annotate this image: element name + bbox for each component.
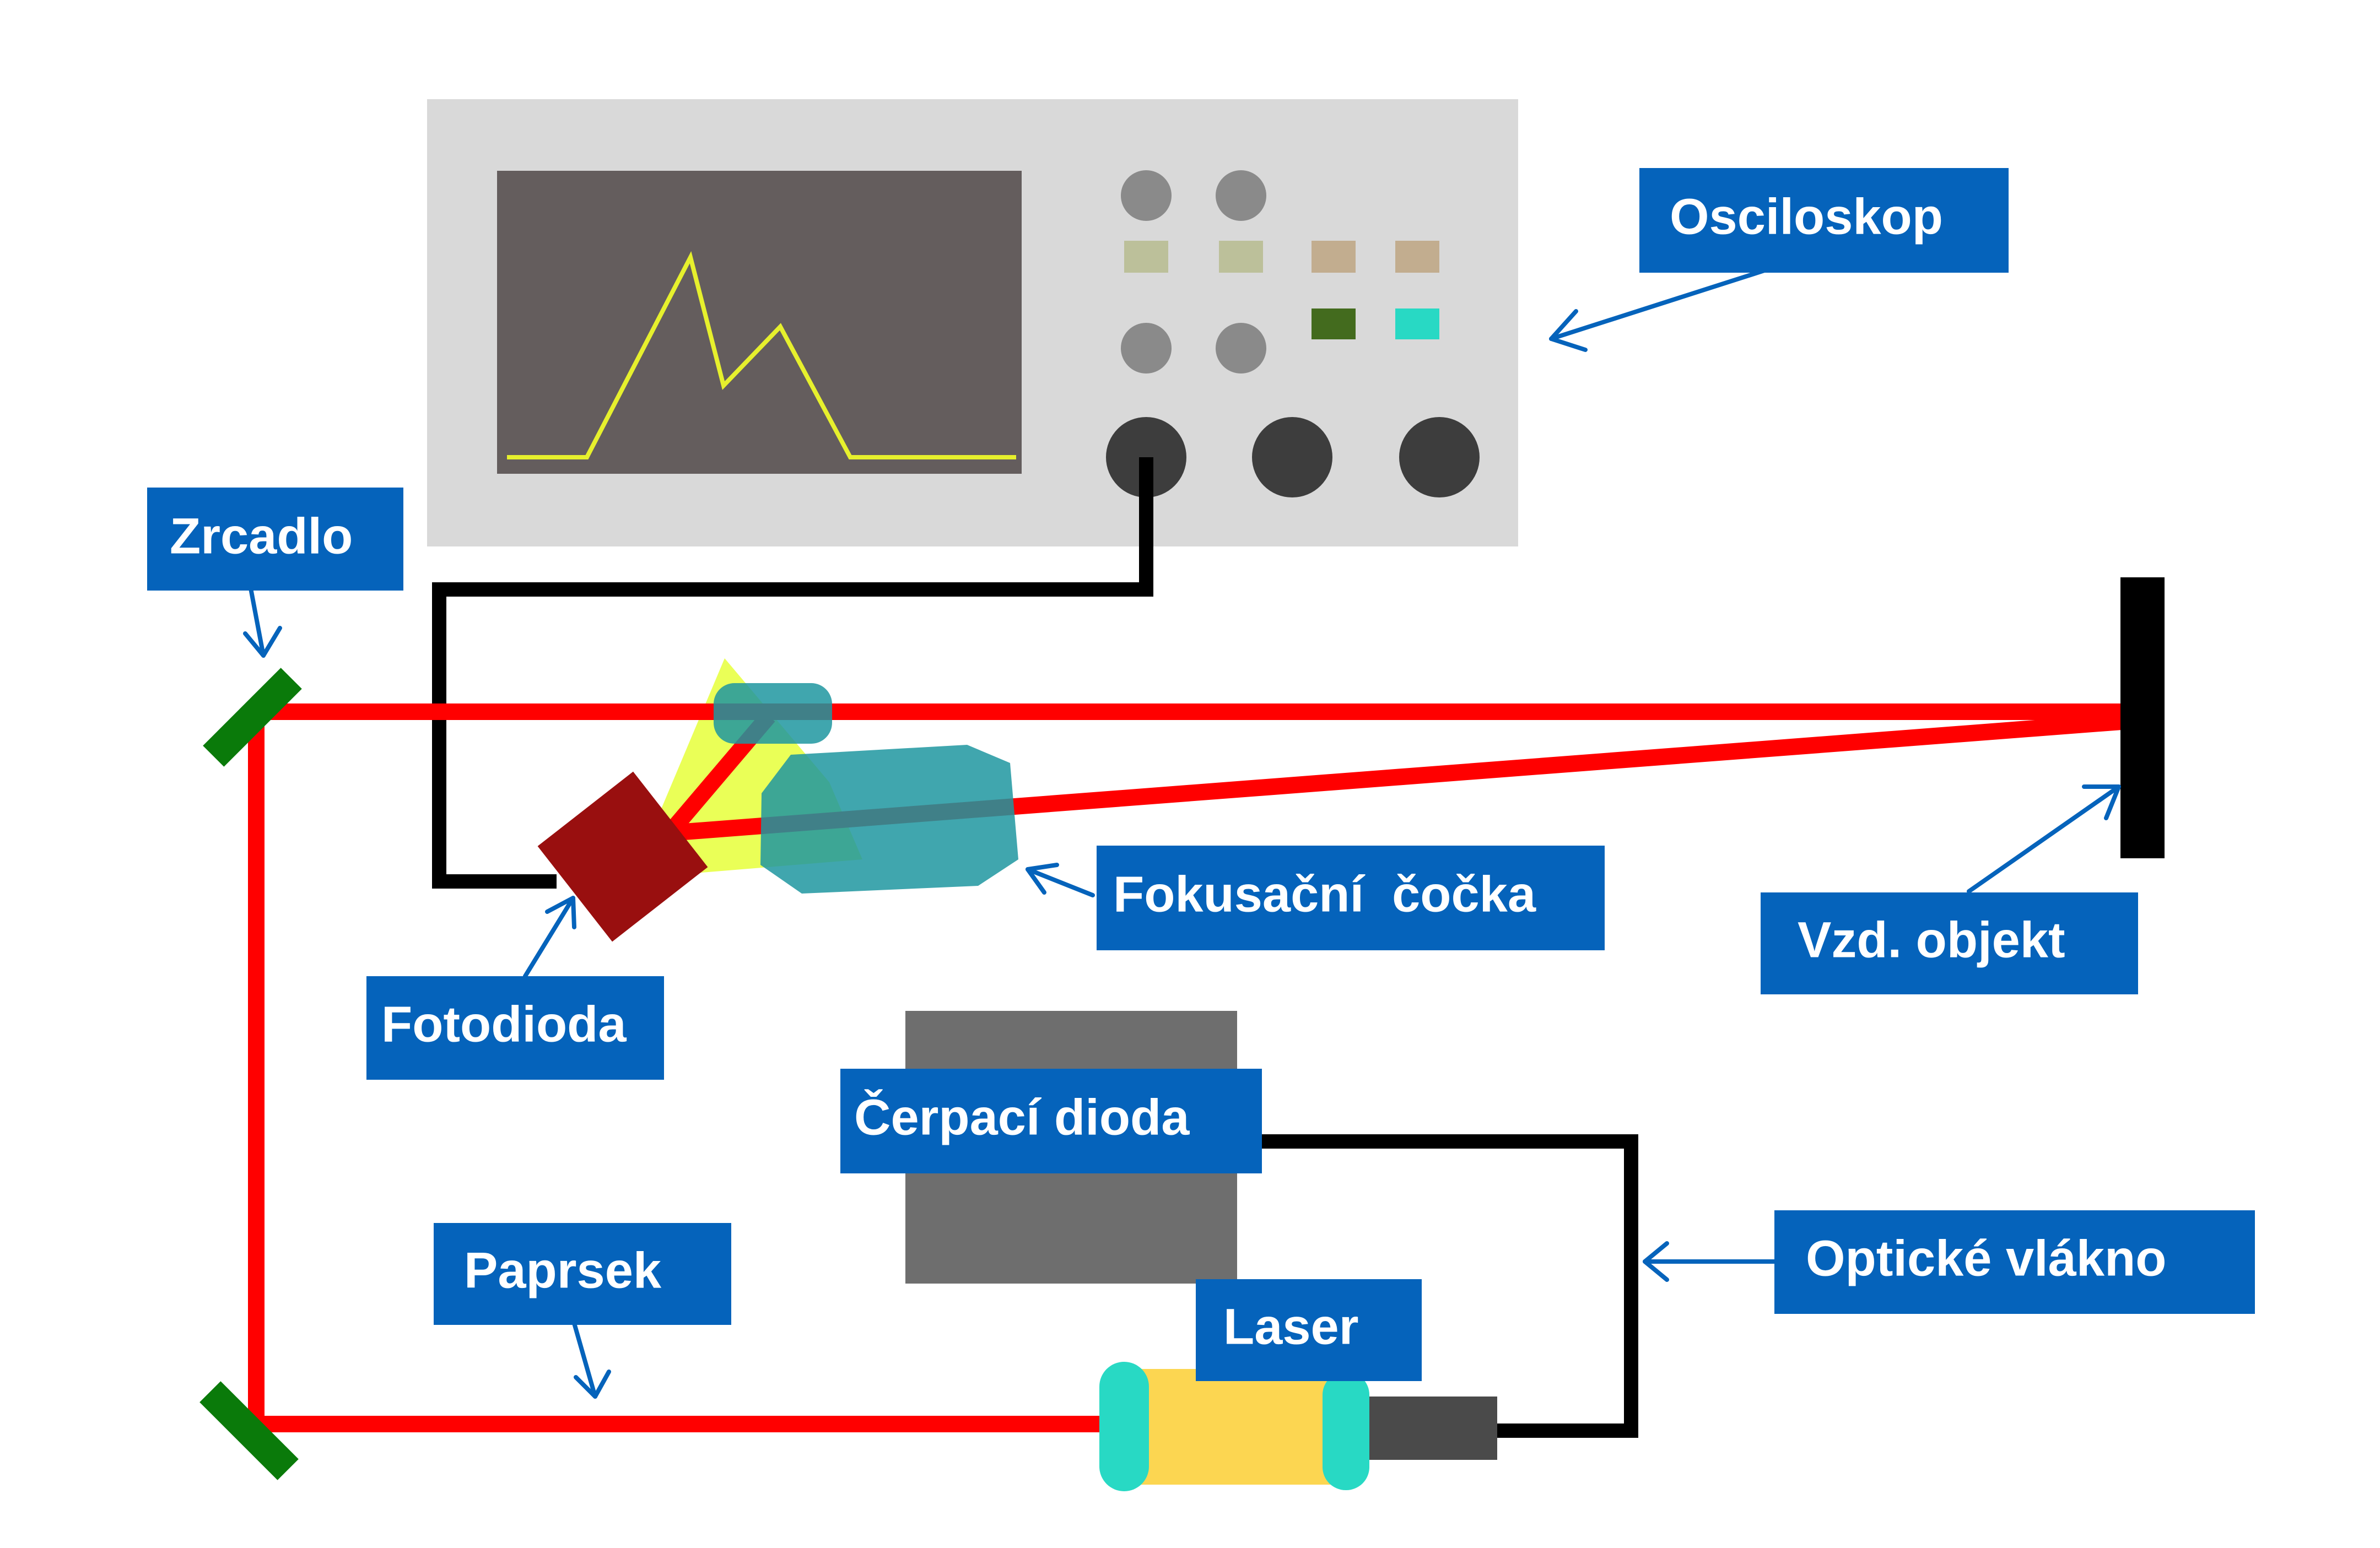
label-box xyxy=(1639,168,2009,273)
beam-path xyxy=(248,703,2122,1432)
distant-object xyxy=(2120,577,2165,858)
label-paprsek: Paprsek xyxy=(434,1223,731,1325)
laser xyxy=(1099,1362,1497,1491)
label-text: Čerpací dioda xyxy=(854,1089,1190,1145)
label-vzd-objekt: Vzd. objekt xyxy=(1761,892,2138,994)
oscilloscope-input-connector[interactable] xyxy=(1252,417,1332,497)
oscilloscope-knob[interactable] xyxy=(1121,170,1172,221)
laser-end-cap xyxy=(1323,1372,1369,1490)
label-box xyxy=(1196,1279,1422,1381)
label-osciloskop: Osciloskop xyxy=(1639,168,2009,273)
label-box xyxy=(366,976,664,1080)
oscilloscope-button[interactable] xyxy=(1124,241,1168,273)
oscilloscope-knob[interactable] xyxy=(1121,323,1172,374)
label-zrcadlo: Zrcadlo xyxy=(147,488,403,591)
focusing-lens xyxy=(760,745,1018,894)
label-box xyxy=(840,1069,1262,1173)
label-text: Osciloskop xyxy=(1670,188,1943,245)
label-cerpaci-dioda: Čerpací dioda xyxy=(840,1069,1262,1173)
arrow-paprsek xyxy=(571,1317,611,1399)
arrow-zrcadlo xyxy=(243,586,282,658)
label-text: Laser xyxy=(1223,1298,1359,1355)
label-laser: Laser xyxy=(1196,1279,1422,1381)
label-box xyxy=(147,488,403,591)
label-text: Fotodioda xyxy=(381,996,627,1052)
oscilloscope-input-connector[interactable] xyxy=(1399,417,1480,497)
signal-cable xyxy=(432,457,1153,889)
laser-pump-connector xyxy=(1369,1397,1497,1460)
oscilloscope xyxy=(427,99,1518,546)
photodiode xyxy=(537,771,708,942)
oscilloscope-button[interactable] xyxy=(1312,241,1356,273)
arrow-osciloskop xyxy=(1549,268,1768,352)
label-box xyxy=(1097,846,1605,950)
oscilloscope-screen xyxy=(497,171,1022,474)
arrow-fotodioda xyxy=(523,896,576,978)
mirror-top xyxy=(203,668,302,767)
oscilloscope-button[interactable] xyxy=(1219,241,1263,273)
arrow-fokusacni-cocka xyxy=(1026,863,1095,897)
oscilloscope-knob[interactable] xyxy=(1216,170,1266,221)
fiber-cable xyxy=(1245,1134,1638,1438)
oscilloscope-button[interactable] xyxy=(1395,241,1439,273)
mirror-bottom xyxy=(199,1381,299,1480)
label-text: Zrcadlo xyxy=(170,508,353,564)
oscilloscope-button[interactable] xyxy=(1312,308,1356,339)
label-text: Optické vlákno xyxy=(1806,1230,2166,1286)
arrow-vzd-objekt xyxy=(1967,784,2121,894)
label-text: Paprsek xyxy=(464,1242,662,1298)
label-box xyxy=(434,1223,731,1325)
label-box xyxy=(1761,892,2138,994)
label-text: Fokusační čočka xyxy=(1113,866,1536,922)
label-fokusacni-cocka: Fokusační čočka xyxy=(1097,846,1605,950)
pointer-arrows xyxy=(243,268,2121,1399)
oscilloscope-button[interactable] xyxy=(1395,308,1439,339)
oscilloscope-knob[interactable] xyxy=(1216,323,1266,374)
label-box xyxy=(1774,1210,2255,1314)
label-fotodioda: Fotodioda xyxy=(366,976,664,1080)
oscilloscope-trace xyxy=(507,251,1016,459)
label-text: Vzd. objekt xyxy=(1798,912,2065,968)
laser-body xyxy=(1124,1369,1356,1485)
laser-end-cap xyxy=(1099,1362,1149,1491)
arrow-opticke-vlakno xyxy=(1643,1241,1777,1282)
small-lens xyxy=(714,683,832,744)
label-opticke-vlakno: Optické vlákno xyxy=(1774,1210,2255,1314)
